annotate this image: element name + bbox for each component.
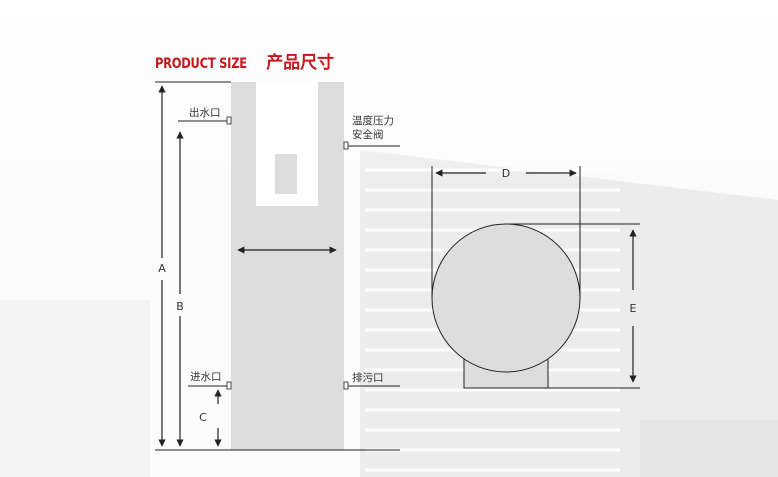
top-view: D E: [431, 166, 640, 389]
drain-port: [343, 381, 349, 390]
tank-window-inner: [275, 154, 297, 194]
valve-label-line2: 安全阀: [352, 128, 384, 141]
outlet-port: [226, 116, 232, 125]
title-english: PRODUCT SIZE: [155, 56, 247, 72]
valve-label-line1: 温度压力: [352, 114, 394, 127]
outlet-label: 出水口: [189, 106, 221, 119]
dimension-b-label: B: [176, 300, 184, 313]
dimension-e-label: E: [630, 302, 637, 315]
valve-port: [343, 141, 349, 150]
page-title: PRODUCT SIZE 产品尺寸: [155, 38, 334, 76]
front-view: A B C 出水口 温度压力 安全阀 进水口 排污口: [155, 81, 400, 451]
drain-label: 排污口: [352, 371, 384, 384]
tank-circle: [431, 223, 581, 373]
inlet-label: 进水口: [190, 371, 222, 383]
title-chinese: 产品尺寸: [266, 53, 335, 73]
inlet-port: [226, 381, 232, 390]
dimension-c-label: C: [199, 411, 207, 424]
dimension-d-label: D: [502, 167, 510, 180]
dimension-a-label: A: [158, 262, 166, 275]
